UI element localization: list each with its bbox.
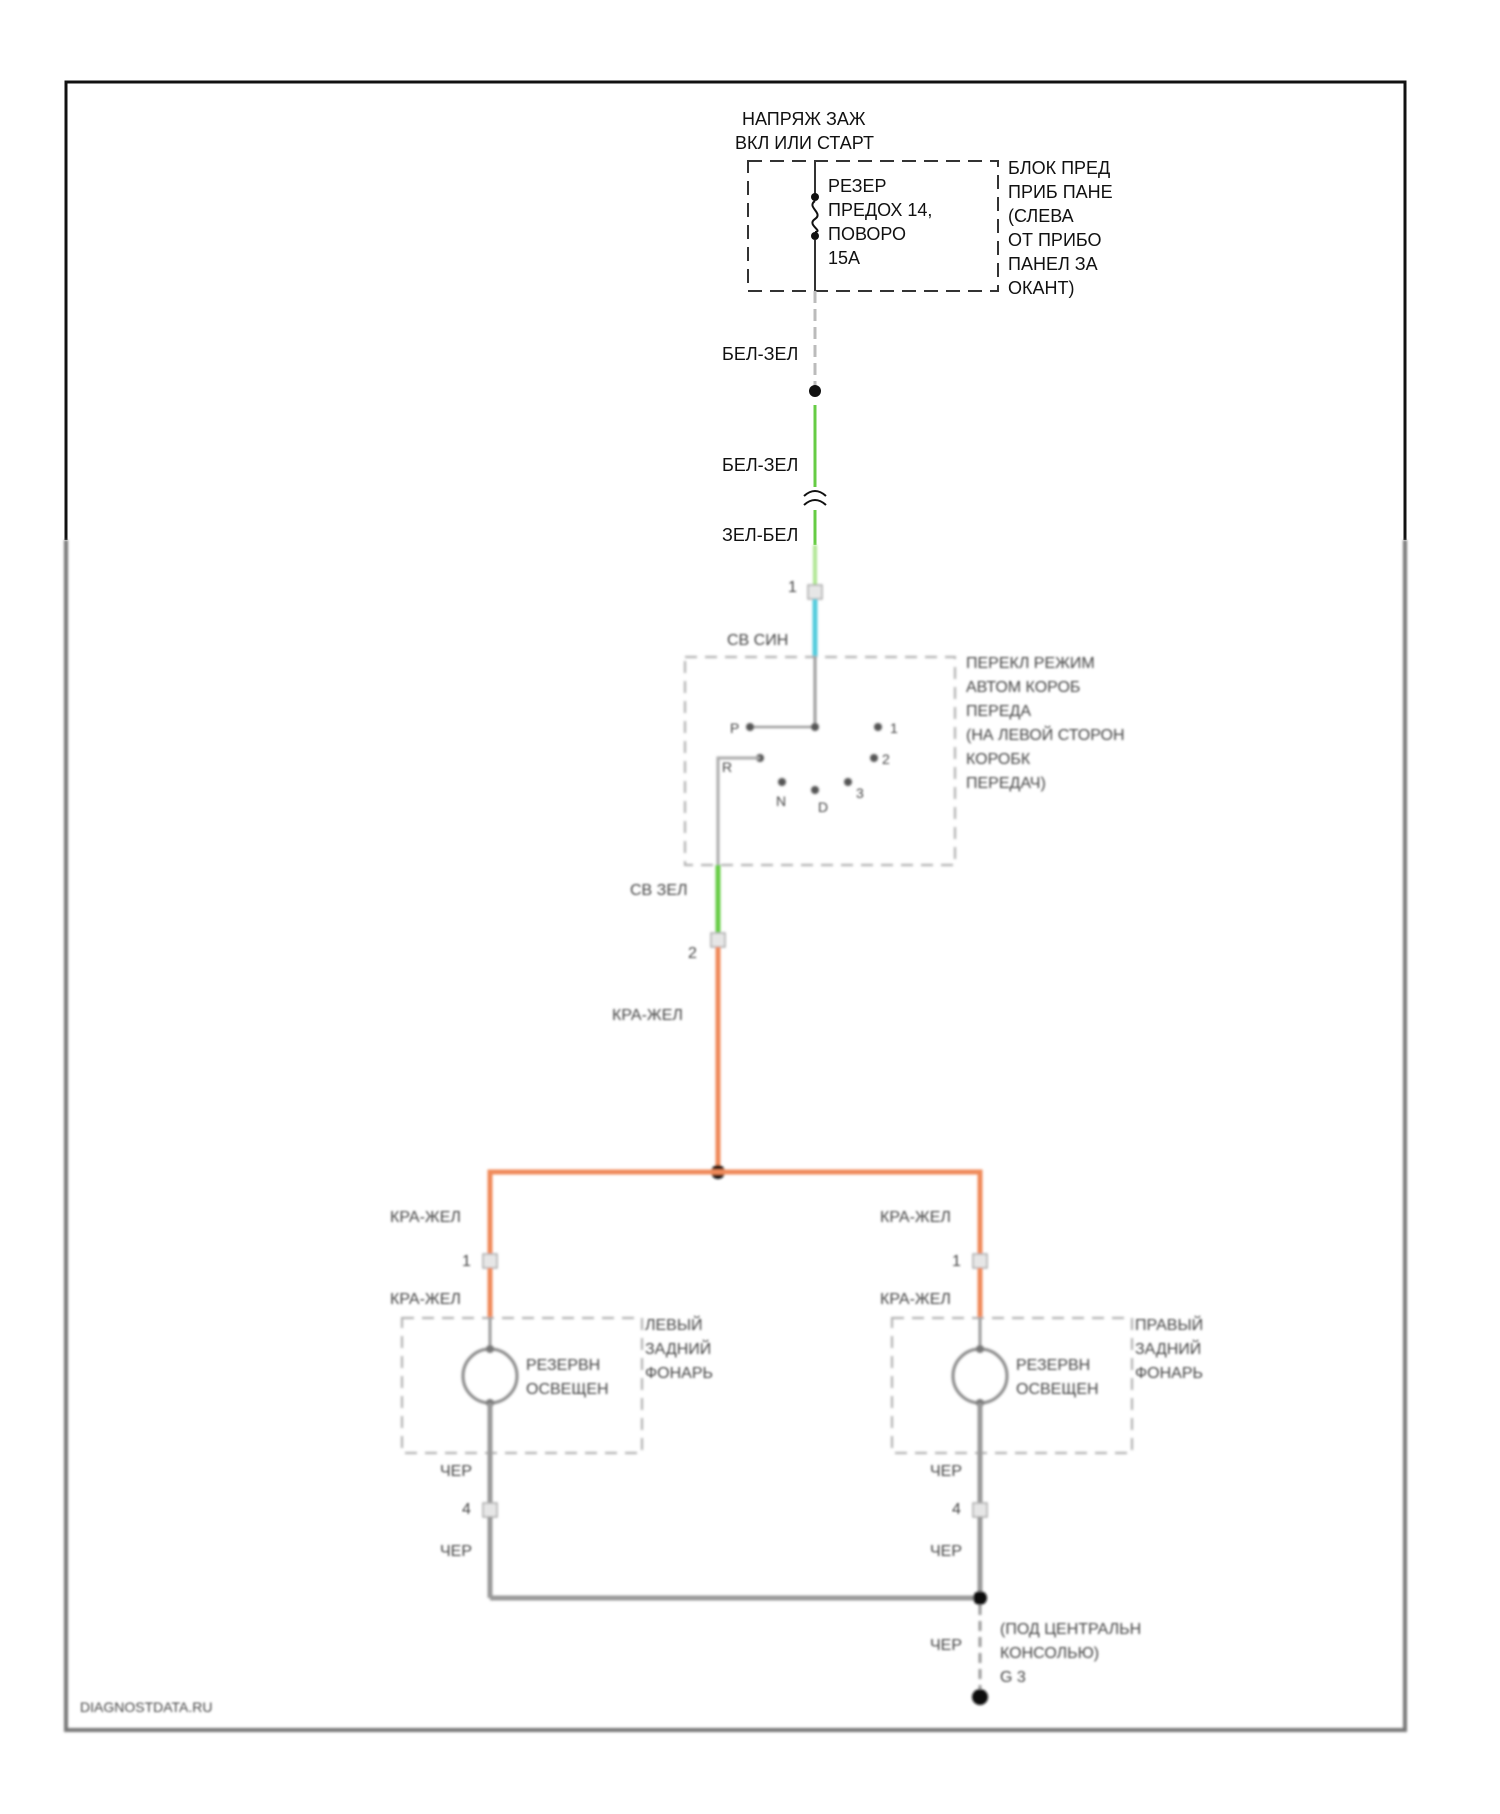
fuse-block-line6: ОКАНТ) <box>1008 278 1074 298</box>
pin-right-lamp-in <box>973 1254 987 1268</box>
switch-label-line3: ПЕРЕДА <box>966 703 1031 720</box>
right-lamp-name-line2: ЗАДНИЙ <box>1135 1339 1201 1358</box>
left-lamp-name-line1: ЛЕВЫЙ <box>645 1315 703 1334</box>
wire-label-11: ЧЕР <box>440 1463 472 1480</box>
wire-label-1: БЕЛ-ЗЕЛ <box>722 344 798 364</box>
wire-label-8: КРА-ЖЕЛ <box>880 1209 951 1226</box>
pin-label-switch-in: 1 <box>788 579 797 596</box>
pos-label-1: 1 <box>890 720 898 736</box>
fuse-block-line3: (СЛЕВА <box>1008 206 1074 226</box>
fuse-block-line2: ПРИБ ПАНЕ <box>1008 182 1113 202</box>
wire-label-3: ЗЕЛ-БЕЛ <box>722 525 798 545</box>
fuse-line4: 15A <box>828 248 860 268</box>
left-bulb-terminal-top <box>486 1345 494 1353</box>
switch-label-line1: ПЕРЕКЛ РЕЖИМ <box>966 655 1095 672</box>
fuse-line2: ПРЕДОХ 14, <box>828 200 932 220</box>
fuse-block-line4: ОТ ПРИБО <box>1008 230 1102 250</box>
left-bulb-line2: ОСВЕЩЕН <box>526 1381 609 1398</box>
wire-label-12: ЧЕР <box>930 1463 962 1480</box>
frame-bottom <box>66 540 1405 1730</box>
wire-label-7: КРА-ЖЕЛ <box>390 1209 461 1226</box>
fuse-icon <box>812 201 817 232</box>
wire-label-10: КРА-ЖЕЛ <box>880 1291 951 1308</box>
wire-label-4: СВ СИН <box>727 632 788 649</box>
switch-contact-1 <box>874 723 882 731</box>
left-lamp-name-line2: ЗАДНИЙ <box>645 1339 711 1358</box>
left-lamp-name-line3: ФОНАРЬ <box>645 1365 713 1382</box>
pos-label-n: N <box>776 793 786 809</box>
switch-contact-n <box>778 778 786 786</box>
wire-label-15: ЧЕР <box>930 1637 962 1654</box>
fuse-line1: РЕЗЕР <box>828 176 887 196</box>
pin-switch-in <box>808 585 822 599</box>
switch-label-line2: АВТОМ КОРОБ <box>966 679 1080 696</box>
pin-label-switch-out: 2 <box>688 945 697 962</box>
pos-label-d: D <box>818 799 828 815</box>
fuse-terminal-top <box>811 193 819 201</box>
fuse-block-line5: ПАНЕЛ ЗА <box>1008 254 1098 274</box>
switch-label-line5: КОРОБК <box>966 751 1031 768</box>
fuse-line3: ПОВОРО <box>828 224 906 244</box>
right-bulb-icon <box>953 1349 1007 1403</box>
wire-label-13: ЧЕР <box>440 1543 472 1560</box>
right-bulb-terminal-top <box>976 1345 984 1353</box>
pos-label-3: 3 <box>856 785 864 801</box>
pin-switch-out <box>711 933 725 947</box>
wire-label-2: БЕЛ-ЗЕЛ <box>722 455 798 475</box>
wire-label-9: КРА-ЖЕЛ <box>390 1291 461 1308</box>
pin-label-left-lamp-in: 1 <box>462 1253 471 1270</box>
right-bulb-line2: ОСВЕЩЕН <box>1016 1381 1099 1398</box>
switch-label-line4: (НА ЛЕВОЙ СТОРОН <box>966 725 1125 744</box>
left-bulb-icon <box>463 1349 517 1403</box>
pin-left-lamp-gnd <box>483 1503 497 1517</box>
right-lamp-name-line3: ФОНАРЬ <box>1135 1365 1203 1382</box>
wire-label-5: СВ ЗЕЛ <box>630 882 688 899</box>
wire-label-6: КРА-ЖЕЛ <box>612 1007 683 1024</box>
wire-label-14: ЧЕР <box>930 1543 962 1560</box>
pos-label-2: 2 <box>882 751 890 767</box>
switch-contact-3 <box>844 778 852 786</box>
right-bulb-line1: РЕЗЕРВН <box>1016 1357 1090 1374</box>
pos-label-p: P <box>730 720 739 736</box>
power-source-line2: ВКЛ ИЛИ СТАРТ <box>735 133 874 153</box>
switch-contact-p <box>746 723 754 731</box>
switch-contact-common <box>811 723 819 731</box>
switch-label-line6: ПЕРЕДАЧ) <box>966 775 1046 792</box>
pin-left-lamp-in <box>483 1254 497 1268</box>
pin-label-left-lamp-gnd: 4 <box>462 1501 471 1518</box>
pin-label-right-lamp-in: 1 <box>952 1253 961 1270</box>
left-bulb-line1: РЕЗЕРВН <box>526 1357 600 1374</box>
watermark: DIAGNOSTDATA.RU <box>80 1699 213 1715</box>
switch-contact-d <box>811 786 819 794</box>
switch-contact-2 <box>870 754 878 762</box>
splice-ground <box>973 1591 987 1605</box>
ground-line3: G 3 <box>1000 1669 1026 1686</box>
power-source-line1: НАПРЯЖ ЗАЖ <box>742 109 866 129</box>
fuse-block-line1: БЛОК ПРЕД <box>1008 158 1110 178</box>
ground-line2: КОНСОЛЬЮ) <box>1000 1645 1099 1662</box>
pos-label-r: R <box>722 759 732 775</box>
pin-right-lamp-gnd <box>973 1503 987 1517</box>
pin-label-right-lamp-gnd: 4 <box>952 1501 961 1518</box>
ground-line1: (ПОД ЦЕНТРАЛЬН <box>1000 1621 1141 1638</box>
ground-icon <box>972 1689 988 1705</box>
wire-red-yel-left <box>490 1172 718 1255</box>
splice-top <box>809 385 821 397</box>
fuse-terminal-bottom <box>811 232 819 240</box>
inline-connector-icon <box>804 491 826 505</box>
right-lamp-name-line1: ПРАВЫЙ <box>1135 1315 1203 1334</box>
